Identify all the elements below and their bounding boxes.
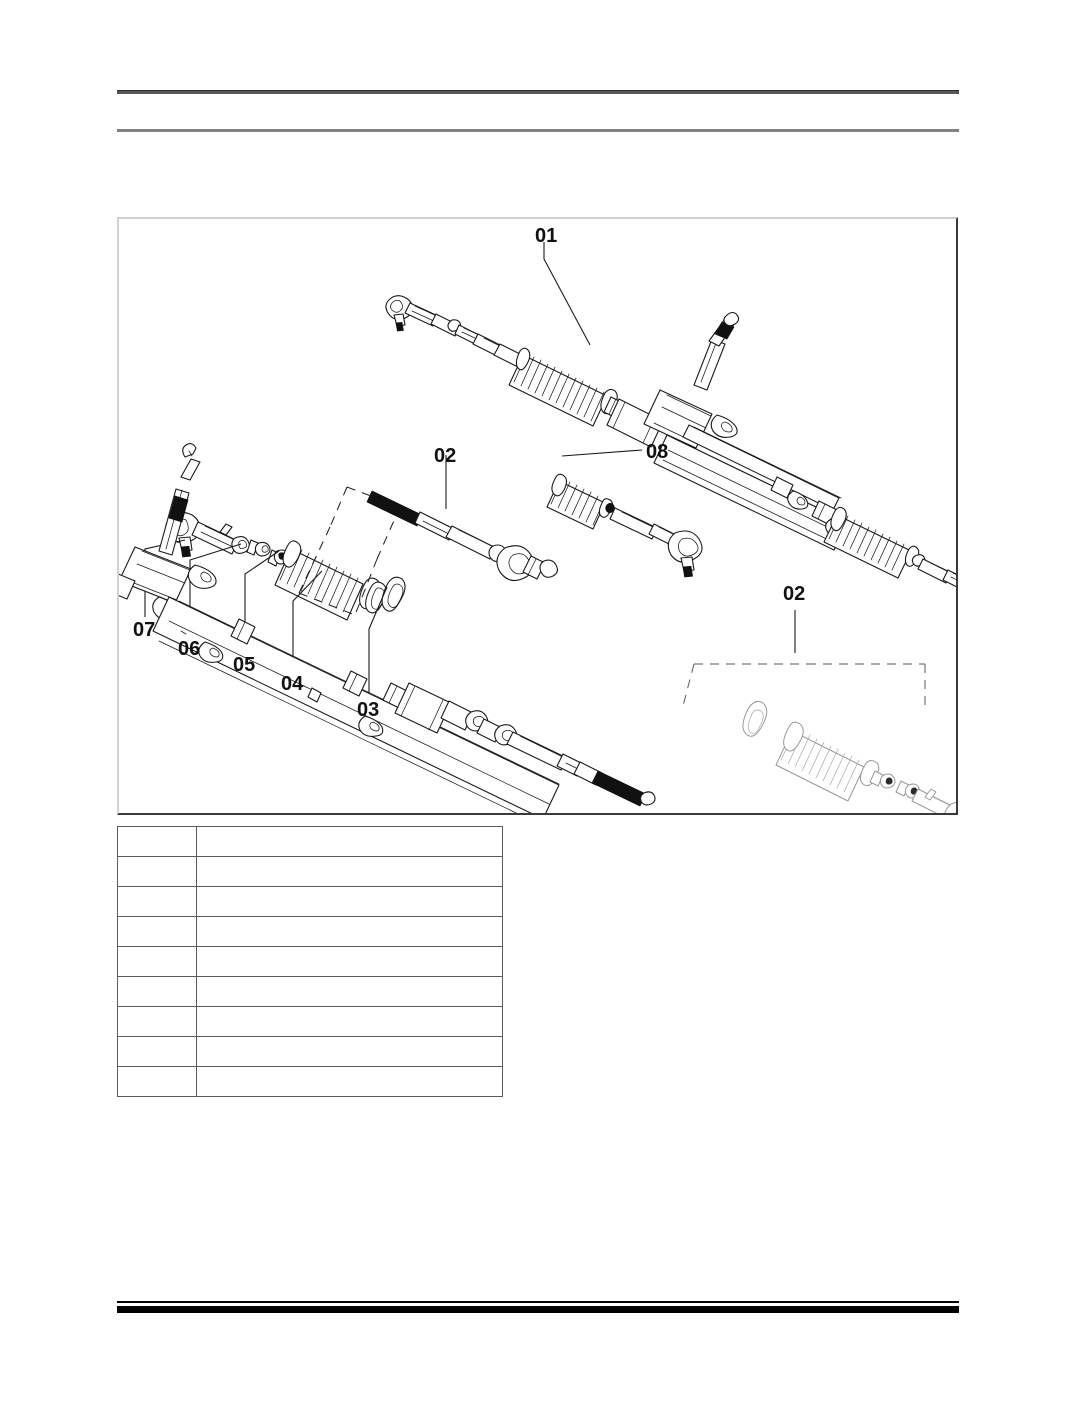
table-cell-description (196, 1066, 503, 1097)
steering-boot-left-top (508, 347, 622, 427)
assembly-steering-gear-lower (119, 442, 703, 813)
table-cell-number (117, 856, 197, 887)
ghost-steering-boot (775, 721, 880, 802)
steering-boot-exploded (274, 540, 381, 621)
parts-list-table (117, 826, 503, 1097)
steering-gear-illustration: .ln { fill:none; stroke:#1a1a1a; stroke-… (119, 225, 956, 813)
table-row (117, 976, 503, 1007)
tie-rod-end-right-top (911, 554, 956, 588)
parts-list-body (117, 826, 503, 1097)
table-cell-description (196, 826, 503, 857)
footer-rule-thick (117, 1306, 959, 1313)
tie-rod-bushing (231, 535, 251, 555)
callout-label-05: 05 (233, 654, 255, 676)
callout-label-08: 08 (646, 441, 668, 463)
rack-housing-top (606, 311, 852, 551)
table-cell-number (117, 976, 197, 1007)
inner-tie-rod-right (394, 682, 656, 807)
ghost-clamp-set (869, 770, 921, 799)
callout-label-01: 01 (535, 225, 557, 247)
header-rule-second (117, 129, 959, 132)
table-cell-description (196, 946, 503, 977)
rack-housing-lower (119, 546, 560, 813)
callout-label-02-right: 02 (783, 583, 805, 605)
assembly-complete-steering-gear (385, 295, 956, 588)
callout-label-04: 04 (281, 673, 304, 695)
dashed-group-bracket-left (298, 486, 401, 616)
table-row (117, 1066, 503, 1097)
table-row (117, 826, 503, 857)
table-row (117, 1036, 503, 1067)
tie-rod-upper-right-lower-assembly (546, 473, 703, 578)
callout-08-leader (561, 449, 643, 457)
steering-boot-right-top (823, 506, 920, 579)
table-row (117, 856, 503, 887)
callout-label-07: 07 (133, 619, 155, 641)
callout-01-leader (543, 242, 591, 346)
ghost-exploded-boot-assembly (682, 663, 956, 813)
pinion-input-shaft-lower (158, 442, 201, 556)
callout-label-03: 03 (357, 699, 379, 721)
footer-rule-thin (117, 1301, 959, 1303)
inner-tie-rod-left (366, 490, 559, 582)
ghost-outer-tie-rod-end (911, 788, 956, 813)
table-cell-number (117, 916, 197, 947)
figure-frame: .ln { fill:none; stroke:#1a1a1a; stroke-… (117, 217, 958, 815)
tie-rod-shaft-left-top (430, 313, 531, 371)
ghost-retaining-ring (742, 701, 768, 737)
header-rule-top (117, 91, 959, 94)
callout-label-06: 06 (178, 638, 200, 660)
table-cell-description (196, 976, 503, 1007)
table-cell-number (117, 826, 197, 857)
table-cell-description (196, 856, 503, 887)
table-row (117, 946, 503, 977)
table-cell-number (117, 946, 197, 977)
assembly-exploded-tie-rod (165, 486, 559, 621)
table-cell-number (117, 886, 197, 917)
table-cell-number (117, 1006, 197, 1037)
table-cell-description (196, 1036, 503, 1067)
callout-label-02-left: 02 (434, 445, 456, 467)
boot-retaining-rings (365, 576, 406, 614)
table-cell-description (196, 1006, 503, 1037)
table-cell-description (196, 886, 503, 917)
table-cell-description (196, 916, 503, 947)
tie-rod-end-left-top (385, 295, 440, 332)
table-cell-number (117, 1066, 197, 1097)
table-cell-number (117, 1036, 197, 1067)
table-row (117, 886, 503, 917)
table-row (117, 916, 503, 947)
table-row (117, 1006, 503, 1037)
